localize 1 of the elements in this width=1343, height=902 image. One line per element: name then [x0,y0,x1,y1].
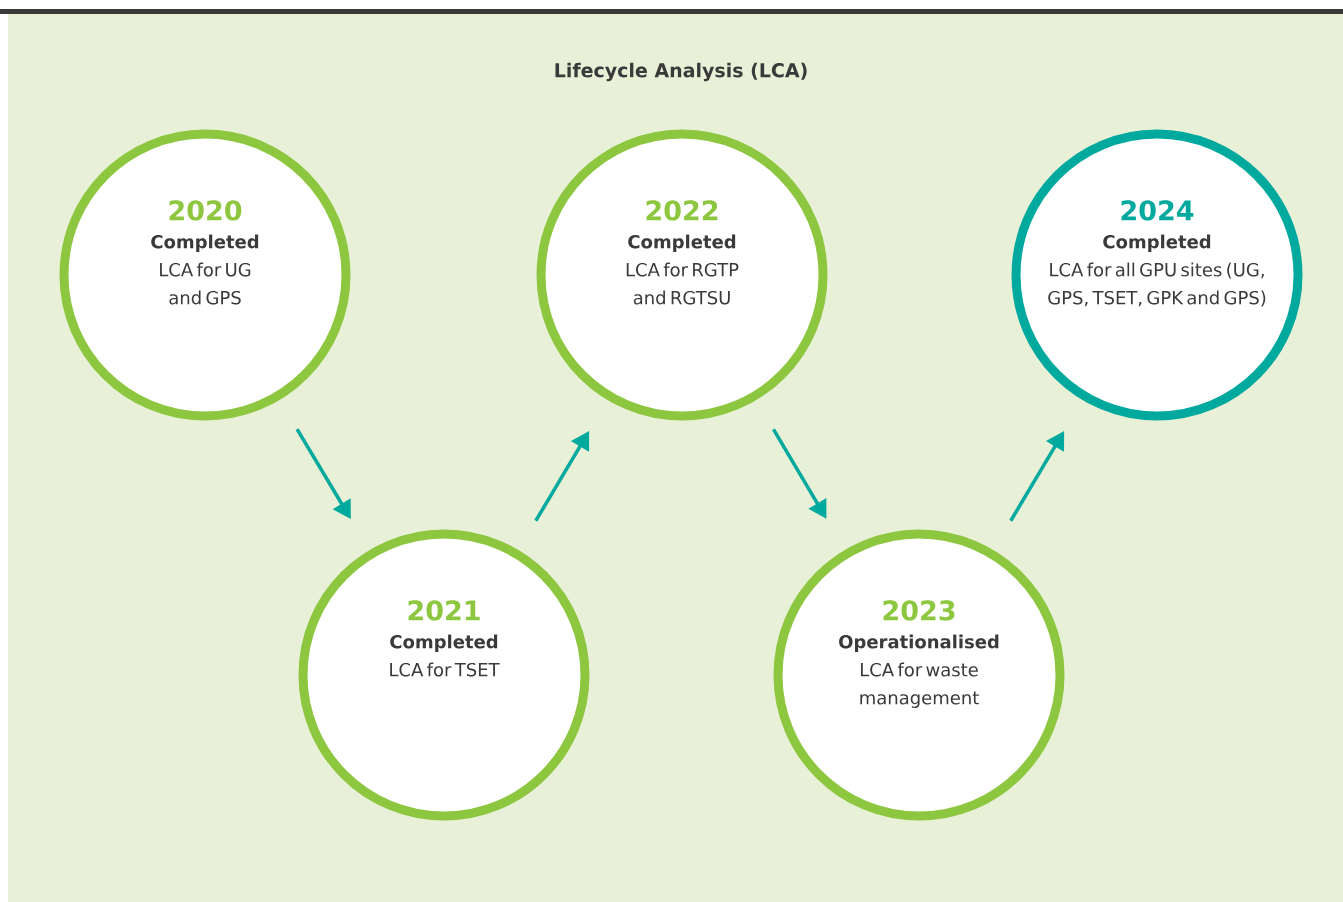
title: Lifecycle Analysis (LCA) [555,62,807,82]
